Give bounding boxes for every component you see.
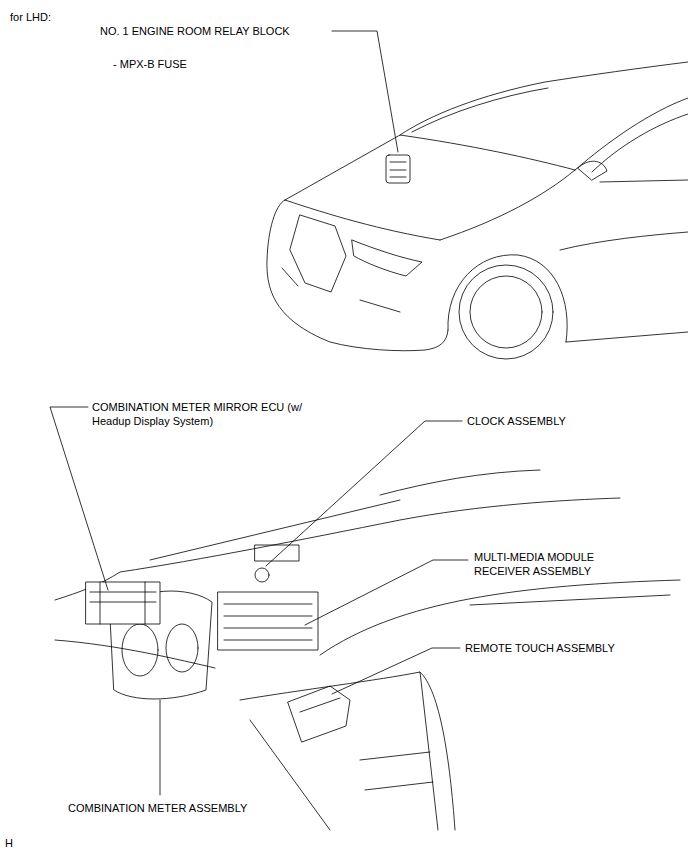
center-vent [255, 545, 299, 561]
leader-line [266, 421, 462, 566]
part-label: NO. 1 ENGINE ROOM RELAY BLOCK [100, 24, 290, 38]
part-label: H [5, 836, 13, 850]
car-mirror [578, 161, 607, 180]
leader-line [305, 560, 468, 625]
leader-line [332, 31, 398, 152]
part-label: COMBINATION METER ASSEMBLY [68, 801, 247, 815]
leader-line [50, 407, 108, 590]
car-rim [470, 276, 542, 348]
meter-dial [122, 624, 158, 676]
car-tire [459, 265, 553, 359]
part-label: COMBINATION METER MIRROR ECU (w/ Headup … [92, 400, 317, 428]
car-fog-lamp [282, 268, 400, 312]
mirror-ecu [86, 582, 160, 624]
car-side [560, 232, 688, 342]
clock [255, 568, 269, 582]
leader-line [160, 700, 161, 795]
console [240, 672, 455, 830]
leader-line [332, 648, 460, 694]
console-detail [360, 752, 433, 790]
receiver [218, 592, 318, 650]
meter-dial [166, 624, 198, 672]
relay-block [386, 155, 410, 183]
part-label: MULTI-MEDIA MODULE RECEIVER ASSEMBLY [474, 550, 624, 578]
car-wheel-arch [448, 255, 567, 342]
car-front [267, 200, 448, 351]
receiver-detail [224, 604, 312, 640]
part-label: - MPX-B FUSE [113, 57, 187, 71]
part-label: REMOTE TOUCH ASSEMBLY [465, 641, 615, 655]
mirror-ecu-detail [90, 582, 156, 624]
part-label: for LHD: [10, 10, 51, 24]
car-headlight [352, 240, 422, 276]
car-grille [290, 215, 346, 292]
car-fender [440, 170, 575, 240]
car-windshield [400, 62, 688, 170]
relay-block-detail [390, 162, 406, 177]
dash-top [55, 470, 620, 600]
part-label: CLOCK ASSEMBLY [467, 414, 566, 428]
remote-touch [288, 686, 350, 742]
